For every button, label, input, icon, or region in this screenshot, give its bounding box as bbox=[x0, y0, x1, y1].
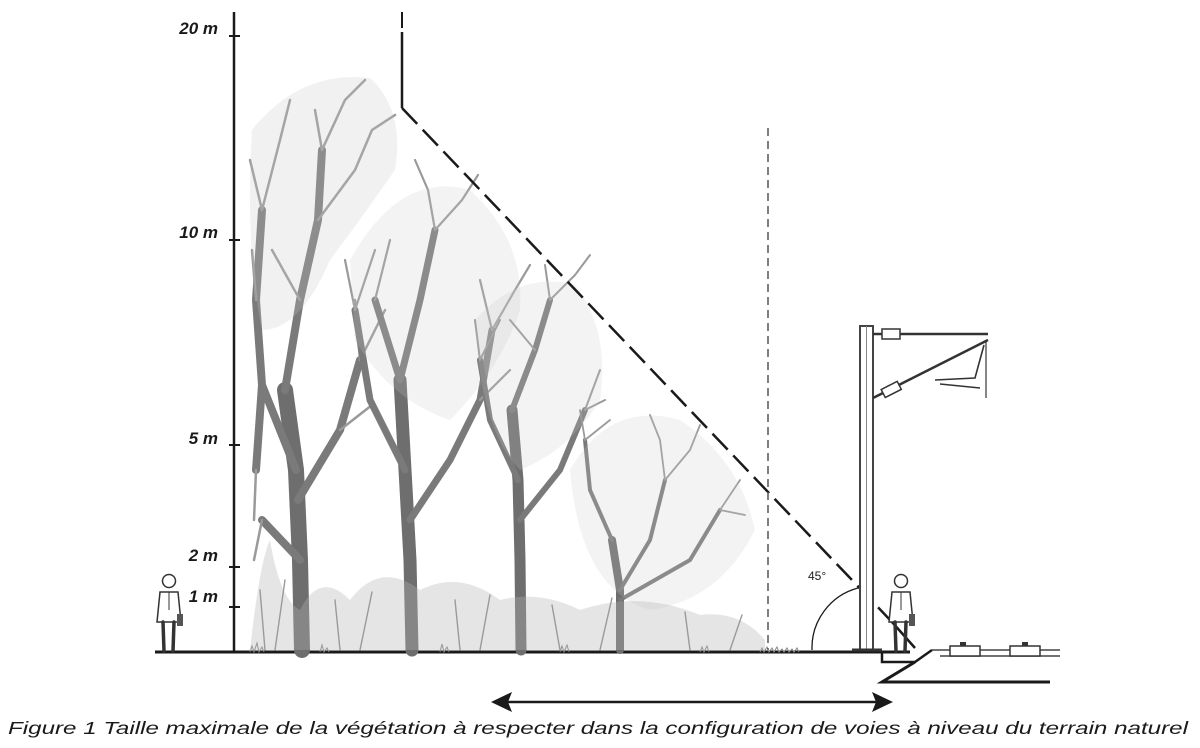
person-icon bbox=[156, 573, 183, 653]
person-icon bbox=[888, 573, 915, 653]
scale-label-2m: 2 m bbox=[188, 546, 218, 565]
scale-label-10m: 10 m bbox=[179, 223, 218, 242]
rail-icon bbox=[876, 642, 1060, 684]
height-scale: 20 m 10 m 5 m 2 m 1 m bbox=[178, 12, 240, 652]
catenary-pole-icon bbox=[852, 325, 989, 652]
tree-group bbox=[248, 77, 765, 658]
scale-label-1m: 1 m bbox=[189, 587, 218, 606]
scale-label-20m: 20 m bbox=[178, 19, 218, 38]
ground-line bbox=[155, 641, 910, 654]
angle-label: 45° bbox=[808, 569, 826, 583]
figure-caption: Figure 1 Taille maximale de la végétatio… bbox=[8, 718, 1190, 738]
scale-label-5m: 5 m bbox=[189, 429, 218, 448]
tree-tall bbox=[248, 77, 398, 658]
tree-small bbox=[570, 409, 755, 654]
undergrowth bbox=[250, 540, 765, 651]
angle-marker: 45° bbox=[808, 569, 859, 651]
double-arrow-icon bbox=[491, 692, 893, 712]
tree-medium bbox=[474, 254, 606, 656]
